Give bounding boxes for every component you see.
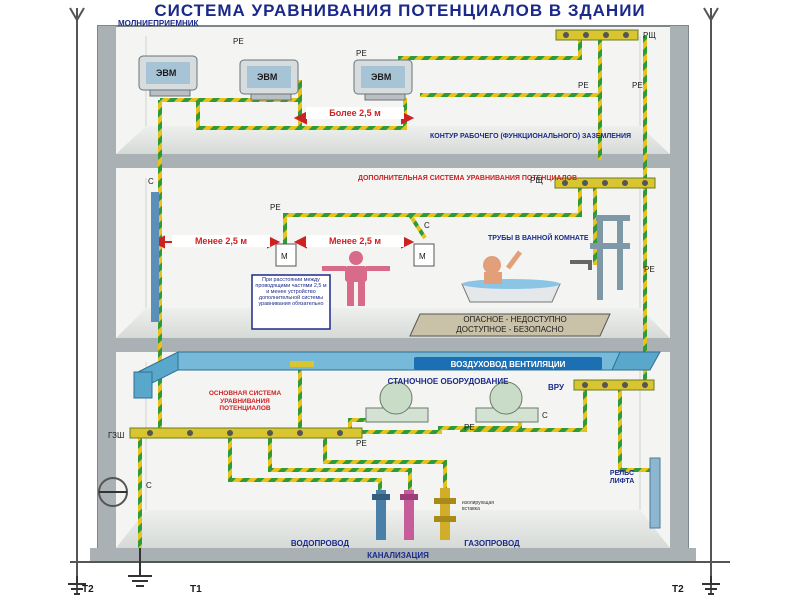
- label-t1: Т1: [190, 584, 202, 595]
- label-pe-floor3-2: РЕ: [356, 439, 367, 448]
- label-more-than-bg: [306, 107, 404, 119]
- label-pe-right-2: РЕ: [632, 81, 643, 90]
- label-main-system-fo: ОСНОВНАЯ СИСТЕМА УРАВНИВАНИЯ ПОТЕНЦИАЛОВ: [208, 390, 282, 412]
- label-sewer: КАНАЛИЗАЦИЯ: [367, 551, 429, 560]
- label-rsh-top: РЩ: [643, 31, 656, 40]
- pe-conductors: [138, 36, 650, 548]
- sewer-pipe: [400, 490, 418, 540]
- label-less-than-1: Менее 2,5 м: [195, 236, 247, 246]
- lightning-rods: [69, 7, 719, 595]
- note-box: [251, 274, 331, 330]
- metal-part-box-1: [275, 243, 297, 267]
- label-lightning-rod: МОЛНИЕПРИЕМНИК: [118, 19, 199, 28]
- label-insulating-fo: изолирующая вставка: [462, 500, 494, 512]
- water-pipe: [372, 490, 390, 540]
- label-c-right: С: [424, 221, 430, 230]
- label-t2-left: Т2: [82, 584, 94, 595]
- machine-2: [475, 381, 539, 423]
- gas-pipe: [434, 488, 456, 540]
- label-pe-right-1: РЕ: [578, 81, 589, 90]
- label-more-than: Более 2,5 м: [329, 108, 381, 118]
- poster-title: СИСТЕМА УРАВНИВАНИЯ ПОТЕНЦИАЛОВ В ЗДАНИИ: [154, 1, 646, 20]
- label-t2-right: Т2: [672, 584, 684, 595]
- label-computer-1: ЭВМ: [156, 68, 176, 78]
- label-pe-mid: РЕ: [356, 49, 367, 58]
- label-additional-system: ДОПОЛНИТЕЛЬНАЯ СИСТЕМА УРАВНИВАНИЯ ПОТЕН…: [358, 175, 577, 182]
- label-vent: ВОЗДУХОВОД ВЕНТИЛЯЦИИ: [451, 360, 566, 369]
- label-contour: КОНТУР РАБОЧЕГО (ФУНКЦИОНАЛЬНОГО) ЗАЗЕМЛ…: [430, 133, 631, 140]
- label-rsh-mid: РЩ: [530, 176, 543, 185]
- computer-1: [138, 55, 198, 97]
- machine-1: [365, 381, 429, 423]
- person-figure: [322, 251, 390, 306]
- ground-electrodes: [68, 477, 720, 595]
- label-computer-3: ЭВМ: [371, 72, 391, 82]
- metal-part-box-2: [413, 243, 435, 267]
- label-pipes: ТРУБЫ В ВАННОЙ КОМНАТЕ: [488, 233, 589, 242]
- building-walls: [90, 25, 696, 562]
- label-insulating: изолирующая вставка: [462, 500, 494, 512]
- label-rail-fo: РЕЛЬС ЛИФТА: [609, 470, 635, 485]
- computer-2: [239, 59, 299, 101]
- label-rail: РЕЛЬС ЛИФТА: [609, 470, 635, 485]
- label-gas: ГАЗОПРОВОД: [464, 539, 520, 548]
- label-m-1: М: [281, 252, 288, 261]
- busbars: [129, 29, 656, 439]
- label-dangerous: ОПАСНОЕ - НЕДОСТУПНО: [463, 315, 566, 324]
- label-computer-2: ЭВМ: [257, 72, 277, 82]
- label-pe-floor3-1: РЕ: [464, 423, 475, 432]
- bath-pipes: [590, 215, 630, 300]
- label-c-ground: С: [146, 481, 152, 490]
- floor-mat: [409, 313, 611, 337]
- label-less-than-bg-1: [172, 235, 270, 247]
- label-accessible: ДОСТУПНОЕ - БЕЗОПАСНО: [456, 325, 563, 334]
- bathtub: [461, 250, 592, 303]
- label-vru: ВРУ: [548, 383, 565, 392]
- label-water: ВОДОПРОВОД: [291, 539, 350, 548]
- metal-column: [151, 192, 159, 322]
- lift-rail: [649, 457, 661, 529]
- label-c-floor3: С: [542, 411, 548, 420]
- label-machines: СТАНОЧНОЕ ОБОРУДОВАНИЕ: [388, 377, 510, 386]
- label-m-2: М: [419, 252, 426, 261]
- label-less-than-bg-2: [306, 235, 404, 247]
- label-main-system: ОСНОВНАЯ СИСТЕМА УРАВНИВАНИЯ ПОТЕНЦИАЛОВ: [208, 390, 282, 412]
- label-pe-floor2-1: РЕ: [270, 203, 281, 212]
- label-c-column: С: [148, 177, 154, 186]
- label-vent-bg: [414, 357, 602, 370]
- label-less-than-2: Менее 2,5 м: [329, 236, 381, 246]
- label-pe-floor2-2: РЕ: [644, 265, 655, 274]
- label-pe-top: РЕ: [233, 37, 244, 46]
- label-gzsh: ГЗШ: [108, 431, 124, 440]
- computer-3: [353, 59, 413, 101]
- label-note: При расстоянии между проводящими частями…: [255, 277, 327, 307]
- label-note-fo: При расстоянии между проводящими частями…: [255, 277, 327, 307]
